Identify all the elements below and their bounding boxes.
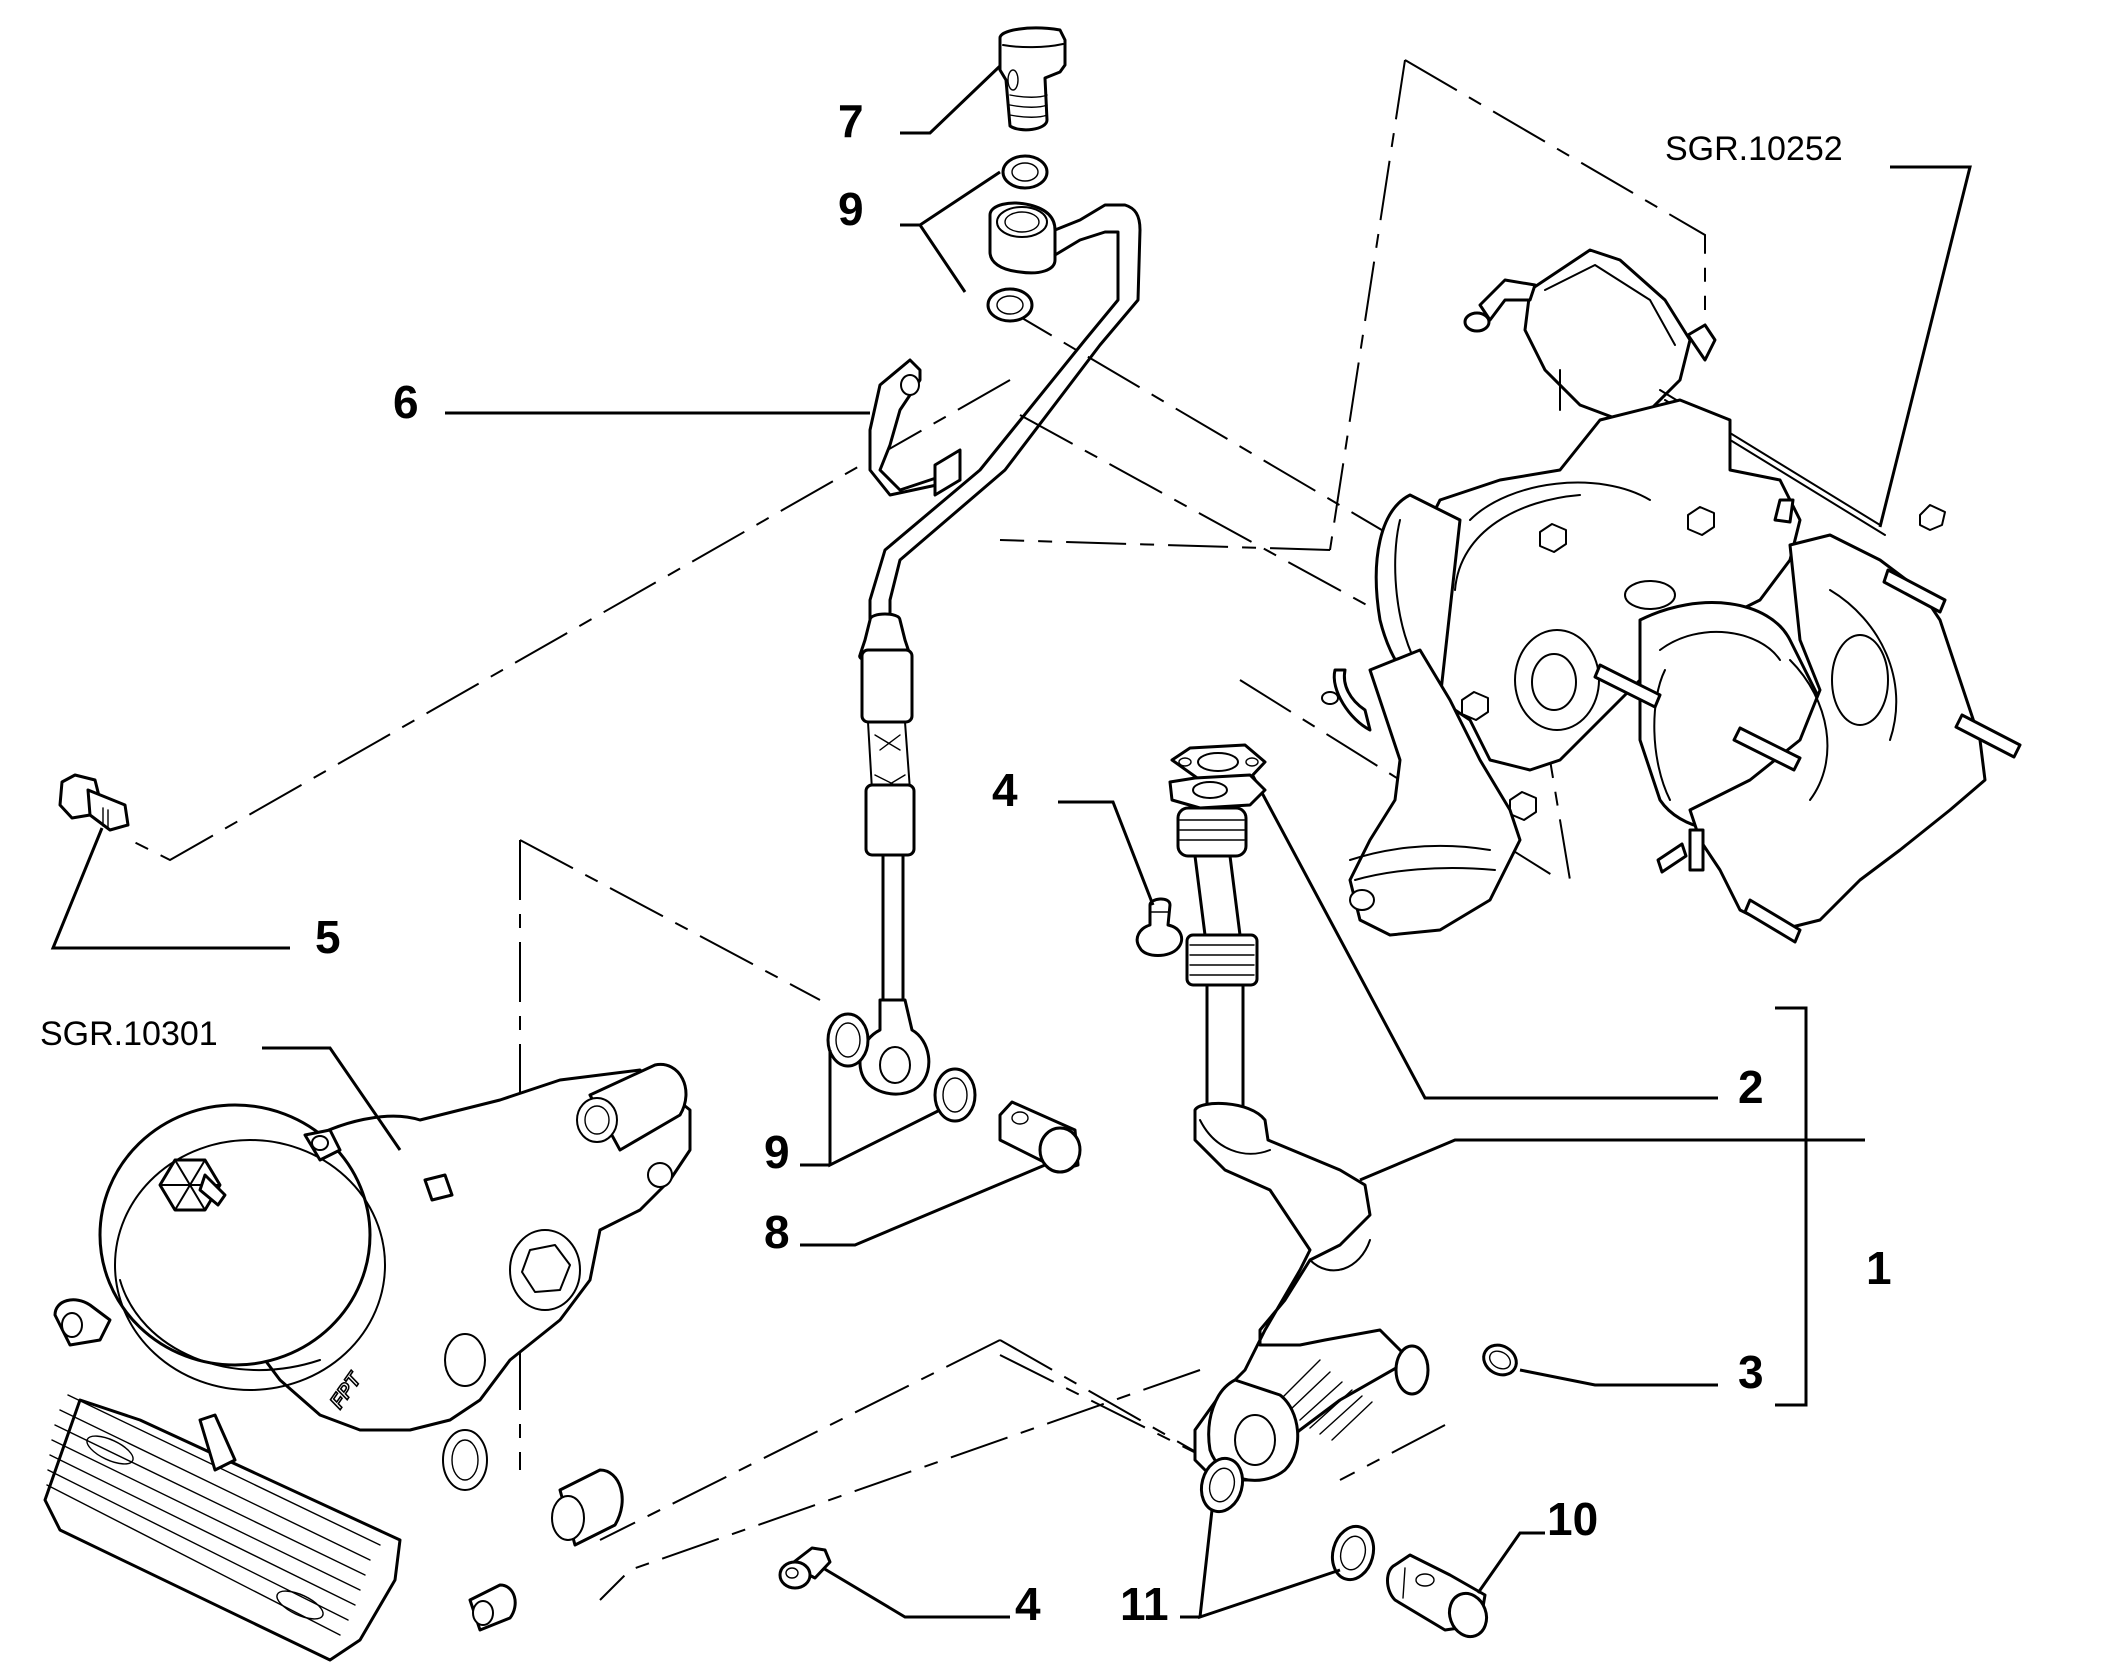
o-ring-seal[interactable]	[1478, 1339, 1718, 1387]
leader-9-lower	[800, 1050, 941, 1168]
sealing-washer	[1001, 154, 1049, 190]
compressor-outlet-elbow	[1321, 648, 1522, 937]
sealing-washers-lower[interactable]	[800, 1012, 977, 1168]
callout-5: 5	[315, 911, 341, 963]
flange-bolt-lower[interactable]	[778, 1546, 1010, 1619]
leader-4-upper	[1058, 800, 1155, 906]
oil-cooler-fins	[43, 1394, 402, 1662]
callout-2: 2	[1738, 1061, 1764, 1113]
ref-sgr-10252: SGR.10252	[1665, 130, 1843, 168]
callout-labels: SGR.10252 SGR.10301 7 9 6 4 5 2 9 8 1 3 …	[40, 95, 1892, 1630]
banjo-bolt-upper[interactable]	[900, 26, 1067, 135]
sealing-washer	[1199, 1456, 1245, 1514]
leader-sgr-10301	[262, 1046, 402, 1151]
wastegate-actuator	[1463, 248, 1717, 422]
sealing-washers-return[interactable]	[1180, 1454, 1379, 1620]
callout-6: 6	[393, 376, 419, 428]
leader-2	[1251, 775, 1718, 1100]
leader-8	[800, 1163, 1046, 1247]
callout-9-lower: 9	[764, 1126, 790, 1178]
oil-filter-housing[interactable]: FPT	[43, 1046, 692, 1662]
leader-1	[1359, 1138, 1865, 1182]
callout-7: 7	[838, 95, 864, 147]
leader-7	[900, 64, 1002, 135]
callout-11: 11	[1120, 1578, 1169, 1630]
leader-4-lower	[822, 1566, 1010, 1619]
banjo-bolt-lower[interactable]	[800, 1100, 1082, 1247]
sealing-washer	[933, 1067, 977, 1123]
callout-10: 10	[1547, 1493, 1598, 1545]
leader-5	[50, 827, 290, 950]
turbocharger-assembly[interactable]	[1321, 165, 2022, 944]
callout-8: 8	[764, 1206, 790, 1258]
callout-4-upper: 4	[992, 764, 1018, 816]
housing-ports	[442, 1063, 688, 1632]
compressor-inlet	[1374, 493, 1462, 702]
sealing-washer	[1330, 1524, 1376, 1582]
callout-4-lower: 4	[1015, 1578, 1041, 1630]
sealing-washer	[986, 287, 1034, 323]
exhaust-flange	[1688, 533, 1987, 932]
leader-11	[1180, 1509, 1341, 1620]
leader-3	[1519, 1368, 1718, 1387]
flange-studs	[1593, 498, 2022, 944]
callout-3: 3	[1738, 1346, 1764, 1398]
ref-sgr-10301: SGR.10301	[40, 1015, 218, 1053]
flange-bolt-upper[interactable]	[1058, 800, 1184, 957]
turbine-housing	[1408, 398, 1802, 772]
leader-sgr-10252	[1878, 165, 1972, 528]
housing-nuts	[1461, 504, 1946, 821]
leader-9-upper	[900, 170, 1001, 293]
banjo-bolt-return[interactable]	[1386, 1531, 1546, 1642]
callout-1: 1	[1866, 1242, 1892, 1294]
sealing-washer	[826, 1012, 870, 1068]
hex-bolt[interactable]	[50, 773, 290, 950]
callout-9-upper: 9	[838, 183, 864, 235]
group-bracket	[1775, 1006, 1850, 1407]
sealing-washers-upper[interactable]	[900, 154, 1049, 323]
oil-supply-pipe[interactable]	[445, 201, 1142, 1096]
leader-10	[1476, 1531, 1545, 1594]
oil-return-pipe[interactable]	[1168, 773, 1865, 1482]
